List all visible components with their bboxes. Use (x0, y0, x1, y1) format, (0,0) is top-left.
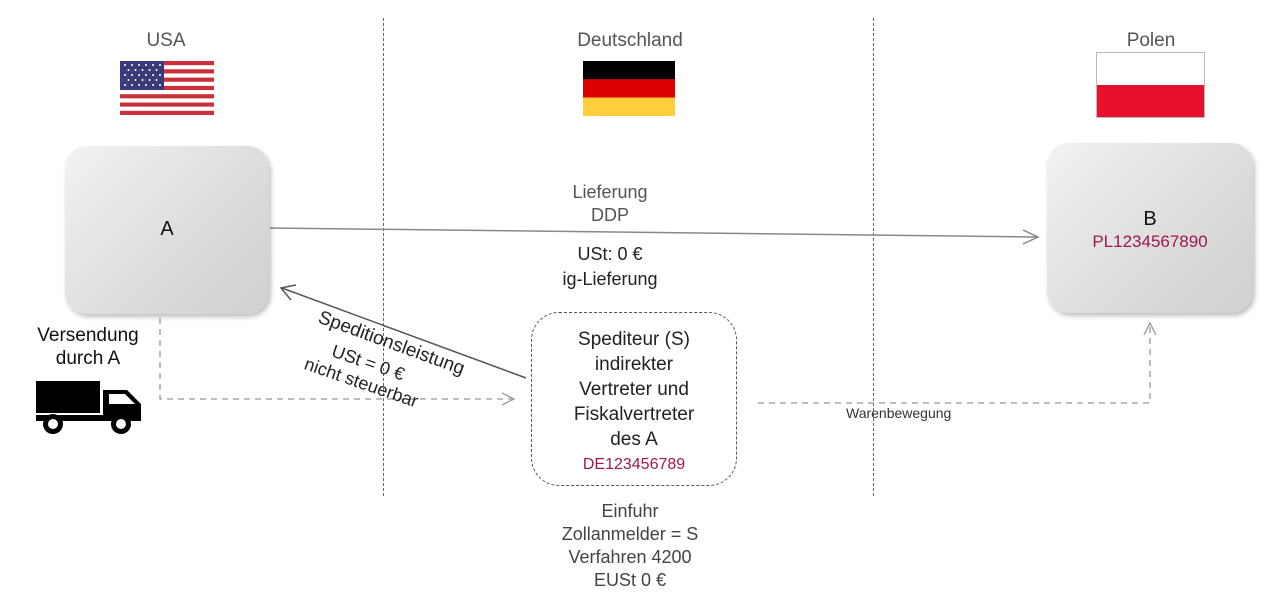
party-a-box: A (65, 146, 269, 314)
import-label: Einfuhr Zollanmelder = S Verfahren 4200 … (530, 500, 730, 592)
party-b-box: B PL1234567890 (1047, 143, 1253, 313)
spediteur-box: Spediteur (S) indirekter Vertreter und F… (531, 312, 737, 486)
goods-movement-s-to-b-arrowhead (1143, 321, 1157, 336)
usa-flag-icon (120, 61, 214, 115)
import-line-4: EUSt 0 € (593, 570, 667, 590)
spediteur-vat-id: DE123456789 (582, 456, 686, 473)
delivery-incoterm-label: DDP (590, 205, 629, 225)
party-a-name: A (160, 218, 174, 240)
goods-movement-label: Warenbewegung (846, 405, 952, 421)
import-line-3: Verfahren 4200 (568, 547, 692, 567)
party-b-vat-id: PL1234567890 (1092, 232, 1208, 251)
spediteur-line-4: Fiskalvertreter (573, 404, 695, 425)
delivery-vat-label: USt: 0 € ig-Lieferung (540, 242, 680, 292)
goods-movement-s-to-b (758, 324, 1151, 404)
spediteur-line-5: des A (610, 429, 658, 450)
spediteur-description: Spediteur (S) indirekter Vertreter und F… (532, 327, 736, 452)
shipment-line-1: Versendung (37, 325, 139, 346)
border-divider-usa-germany (383, 18, 384, 496)
country-germany-label: Deutschland (577, 30, 683, 51)
truck-icon (35, 378, 145, 436)
shipment-line-2: durch A (55, 348, 121, 369)
delivery-label: Lieferung DDP (540, 181, 680, 227)
forwarding-arrow (281, 287, 527, 379)
germany-flag-icon (583, 61, 675, 116)
delivery-arrow (269, 227, 1038, 238)
delivery-type-label: Lieferung (572, 182, 648, 202)
spediteur-line-1: Spediteur (S) (578, 329, 690, 350)
delivery-arrowhead (1022, 229, 1040, 245)
forwarding-arrowhead (279, 284, 297, 301)
import-line-1: Einfuhr (601, 501, 659, 521)
poland-flag-icon (1097, 53, 1204, 117)
spediteur-line-3: Vertreter und (579, 379, 689, 400)
spediteur-line-2: indirekter (594, 354, 674, 375)
border-divider-germany-poland (873, 18, 874, 496)
country-usa-label: USA (146, 30, 186, 51)
delivery-vat-amount: USt: 0 € (577, 244, 643, 264)
party-b-name: B (1143, 208, 1157, 230)
shipment-label: Versendung durch A (20, 324, 156, 370)
delivery-vat-type: ig-Lieferung (562, 269, 658, 289)
goods-movement-a-to-s (159, 318, 513, 400)
import-line-2: Zollanmelder = S (561, 524, 699, 544)
country-poland-label: Polen (1126, 30, 1176, 51)
goods-movement-a-to-s-arrowhead (501, 392, 516, 406)
